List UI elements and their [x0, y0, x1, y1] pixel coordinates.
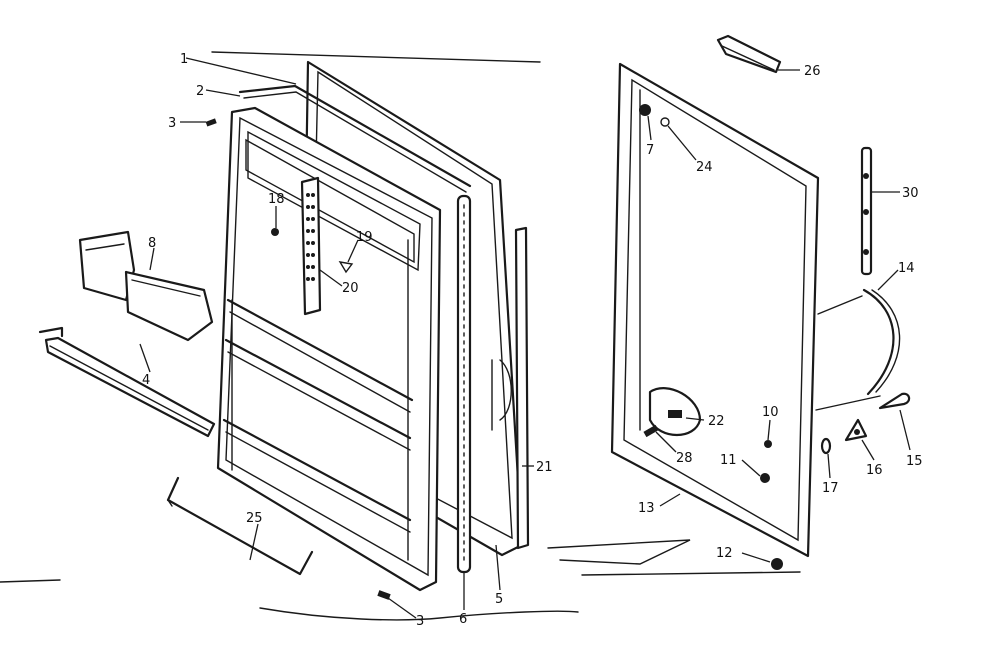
screw-part-3	[205, 118, 391, 600]
door-gasket-strip	[456, 194, 472, 574]
callout-11: 11	[720, 453, 737, 468]
door-trim-strip	[238, 84, 472, 193]
callout-17: 17	[822, 481, 839, 496]
hinge-arm-part-14	[862, 288, 901, 396]
callout-4: 4	[142, 373, 150, 388]
callout-labels: 1 2 3 8 4 18 19 20 21 25 5 6 3 26 7 24 3…	[142, 52, 923, 629]
leader-lines	[139, 57, 911, 619]
screw-part-18	[271, 228, 279, 236]
callout-16: 16	[866, 463, 883, 478]
callout-3-bottom: 3	[416, 614, 424, 629]
callout-13: 13	[638, 501, 655, 516]
callout-25: 25	[246, 511, 263, 526]
callout-1: 1	[180, 52, 188, 67]
handle-rail-part-30	[860, 146, 873, 276]
freezer-door-frame	[610, 62, 820, 558]
wire-bracket-part-25	[166, 476, 314, 576]
callout-18: 18	[268, 192, 285, 207]
callout-19: 19	[356, 230, 373, 245]
callout-7: 7	[646, 143, 654, 158]
callout-6: 6	[459, 612, 467, 627]
screw-part-7	[639, 104, 651, 116]
callout-21: 21	[536, 460, 553, 475]
callout-15: 15	[906, 454, 923, 469]
hinge-part-16	[844, 418, 868, 442]
clip-part-28	[643, 424, 659, 438]
hinge-side-bracket	[491, 226, 530, 550]
callout-10: 10	[762, 405, 779, 420]
callout-20: 20	[342, 281, 359, 296]
callout-2: 2	[196, 84, 204, 99]
hinge-pin-part-15	[878, 392, 911, 410]
callout-30: 30	[902, 186, 919, 201]
screw-part-24	[660, 117, 670, 127]
callout-22: 22	[708, 414, 725, 429]
shelf-rail-part-20	[300, 176, 322, 316]
callout-26-top: 26	[804, 64, 821, 79]
sketch-lines	[0, 51, 881, 621]
callout-5: 5	[495, 592, 503, 607]
clip-part-19	[338, 261, 354, 274]
screw-part-10	[764, 440, 772, 448]
screw-part-11	[760, 473, 770, 483]
callout-28: 28	[676, 451, 693, 466]
washer-part-17	[820, 437, 832, 455]
handle-cap-part-26	[716, 34, 782, 74]
callout-3-top: 3	[168, 116, 176, 131]
callout-8: 8	[148, 236, 156, 251]
door-bins-part-8	[78, 230, 214, 342]
foot-part-12	[771, 558, 783, 570]
callout-14: 14	[898, 261, 915, 276]
door-shelf-part-4	[38, 326, 216, 438]
callout-24: 24	[696, 160, 713, 175]
callout-12: 12	[716, 546, 733, 561]
